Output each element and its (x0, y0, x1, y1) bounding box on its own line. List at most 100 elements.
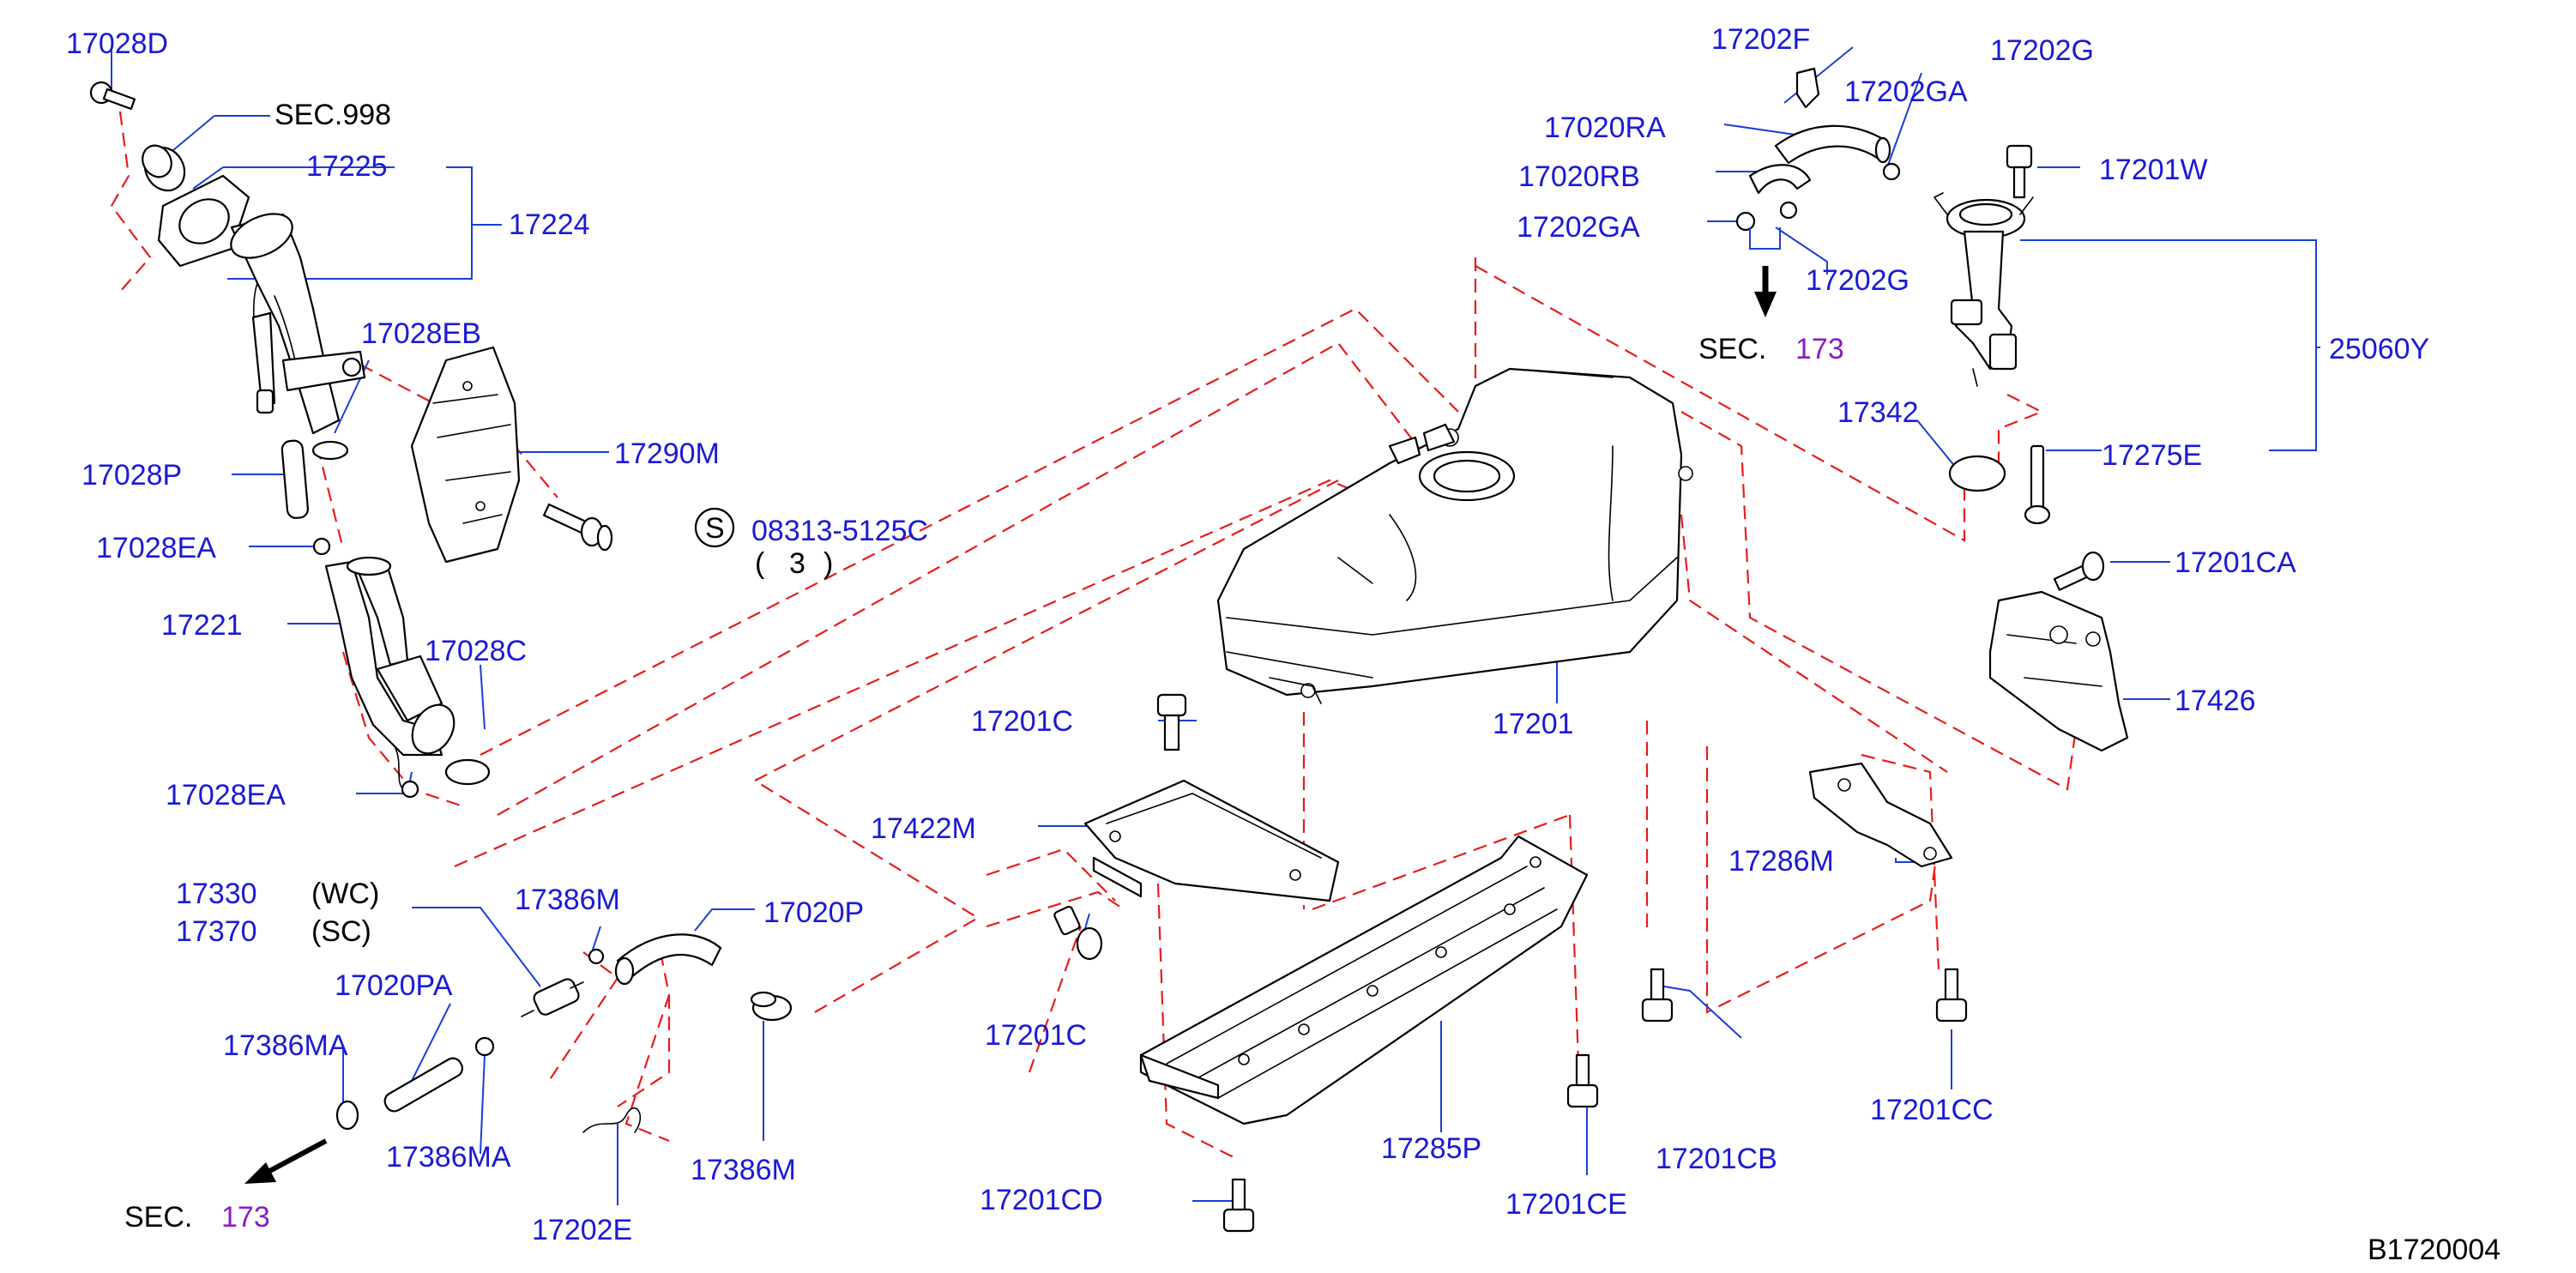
label-17370: 17370 (176, 915, 257, 948)
label-17221: 17221 (161, 609, 243, 642)
fuel-sender-25060y (1934, 192, 2034, 387)
label-17386ma-left: 17386MA (223, 1029, 348, 1062)
label-17202e: 17202E (532, 1214, 632, 1246)
label-17201c-lower: 17201C (985, 1019, 1087, 1052)
label-17290m: 17290M (614, 437, 720, 470)
qty-close: ) (823, 547, 833, 580)
bolt-17201cb (1641, 968, 1674, 1023)
bolt-08313 (542, 503, 613, 552)
skid-plate-17285p (1139, 835, 1589, 1125)
label-17202ga-top: 17202GA (1844, 75, 1968, 108)
label-sec-173-bottom: 173 (221, 1201, 270, 1234)
bracket-17422m (1083, 779, 1340, 902)
leader-lines (111, 46, 2320, 1205)
label-17202ga: 17202GA (1517, 211, 1640, 244)
label-17201c-upper: 17201C (971, 705, 1073, 738)
label-17285p: 17285P (1381, 1132, 1481, 1165)
bolt-17201ce (1566, 1053, 1599, 1108)
clamp-17386m (750, 991, 793, 1022)
label-17028c: 17028C (425, 635, 527, 667)
label-17202g-top: 17202G (1990, 34, 2094, 67)
standard-mark-s: S (705, 512, 725, 545)
clip-17386m-upper (588, 948, 605, 965)
label-17201cd: 17201CD (980, 1184, 1103, 1216)
label-17275e: 17275E (2102, 439, 2202, 472)
clip-17028eb (311, 440, 349, 461)
label-17028d: 17028D (66, 27, 168, 60)
hose-17020p (614, 933, 722, 986)
label-17386m-upper: 17386M (515, 884, 620, 916)
clip-17028ea-bottom (401, 780, 419, 799)
diagram-id: B1720004 (2368, 1234, 2501, 1266)
bolt-17201ca (2053, 551, 2105, 591)
label-sec-173-top: 173 (1795, 333, 1844, 365)
label-17386ma-right: 17386MA (386, 1141, 511, 1173)
label-17020rb: 17020RB (1518, 160, 1640, 193)
bolt-17201w (2006, 144, 2033, 199)
label-17422m: 17422M (871, 812, 976, 845)
label-17028eb: 17028EB (361, 317, 481, 350)
bolt-17201cc (1935, 968, 1968, 1023)
label-17028p: 17028P (81, 459, 182, 492)
label-25060y: 25060Y (2329, 333, 2429, 365)
label-17020p: 17020P (763, 896, 864, 929)
stud-17275e (2024, 444, 2051, 525)
bolt-17201c-upper (1156, 693, 1187, 751)
label-sc: (SC) (311, 915, 371, 948)
label-sec-998: SEC.998 (274, 99, 391, 131)
filler-cap (142, 144, 186, 192)
label-17426: 17426 (2175, 685, 2256, 717)
label-17224: 17224 (509, 208, 590, 241)
arrow-sec-173-top (1749, 227, 1781, 317)
bolt-17201cd (1222, 1178, 1255, 1233)
fuel-tank-17201 (1216, 367, 1693, 704)
clip-17202f (1795, 67, 1820, 109)
clip-17386ma-upper (474, 1036, 495, 1057)
bracket-17286m (1808, 762, 1953, 868)
label-17342: 17342 (1837, 396, 1919, 429)
standard-part-mark (694, 507, 735, 548)
vent-tube-17028p (281, 439, 310, 519)
fuel-line-assembly (244, 933, 793, 1184)
tube-17020pa (383, 1057, 464, 1113)
heat-insulator-17426 (1988, 590, 2129, 752)
bolt-17028d (89, 81, 136, 111)
clip-17202g (1779, 201, 1798, 220)
filler-tube (230, 213, 366, 435)
label-17201cc: 17201CC (1870, 1094, 1994, 1126)
clip-17202e (582, 1107, 642, 1133)
label-17202f: 17202F (1711, 23, 1810, 56)
label-17028ea-top: 17028EA (96, 532, 216, 564)
hose-17020rb (1748, 164, 1812, 195)
label-17028ea-bottom: 17028EA (166, 779, 286, 811)
label-17386m-lower: 17386M (691, 1154, 796, 1186)
bolt-17201c-lower (1053, 905, 1103, 961)
filler-assembly (89, 81, 491, 799)
label-17286m: 17286M (1728, 845, 1834, 878)
label-sec-bottom: SEC. (124, 1201, 192, 1234)
label-17201w: 17201W (2099, 154, 2208, 186)
label-sec-top: SEC. (1698, 333, 1766, 365)
clip-17386ma-lower (335, 1100, 359, 1131)
fuel-filter-17330 (521, 978, 584, 1017)
label-17201ce: 17201CE (1505, 1188, 1627, 1221)
arrow-sec-173-bottom (244, 1138, 328, 1184)
label-wc: (WC) (311, 878, 379, 910)
sealing-plate-17342 (1948, 455, 2006, 492)
label-17201cb: 17201CB (1656, 1143, 1777, 1175)
clip-17202ga-top (1882, 162, 1901, 181)
hose-17020ra (1774, 124, 1889, 165)
label-17201: 17201 (1493, 708, 1574, 740)
label-08313-5125c: 08313-5125C (751, 515, 928, 547)
label-17202g: 17202G (1806, 264, 1909, 297)
vent-hose-assembly (1735, 67, 1901, 317)
heat-shield-17290m (410, 346, 521, 564)
part-labels: 17028D SEC.998 17225 17224 17028EB 17290… (66, 23, 2501, 1266)
label-17020ra: 17020RA (1544, 112, 1666, 144)
clip-17202ga-bottom (1735, 211, 1756, 232)
label-17201ca: 17201CA (2175, 546, 2296, 579)
label-17330: 17330 (176, 878, 257, 910)
clip-17028ea-top (312, 537, 331, 556)
label-17225: 17225 (306, 150, 388, 183)
